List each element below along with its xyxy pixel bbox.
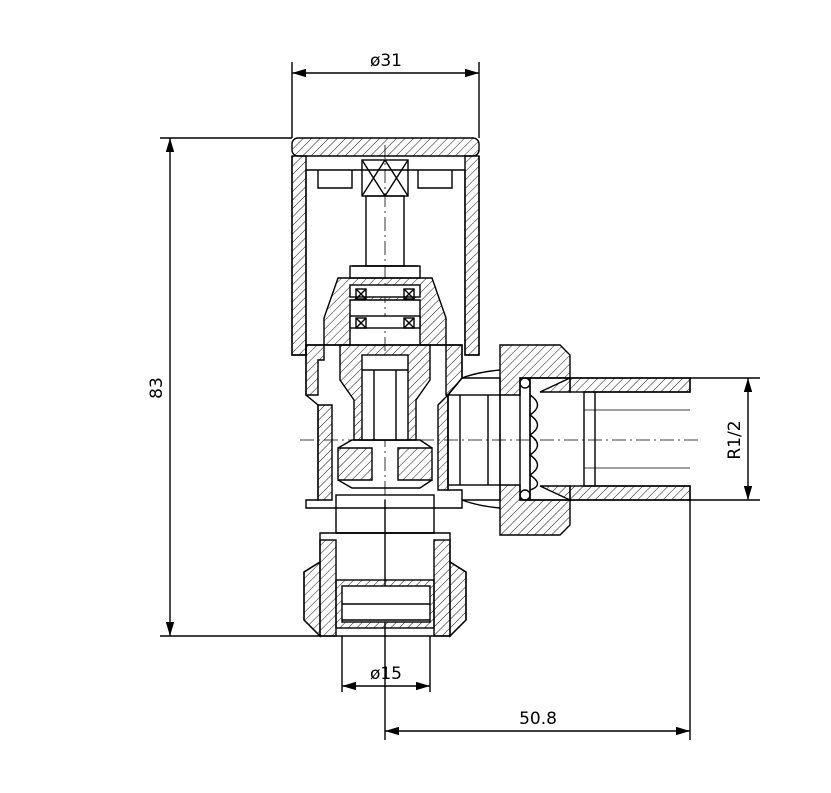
gland-bonnet	[323, 277, 447, 346]
union-nut	[499, 344, 571, 536]
head-diameter-label: ø31	[370, 51, 402, 71]
horizontal-outlet	[447, 369, 501, 509]
overall-height-label: 83	[147, 377, 167, 399]
handwheel-cap	[291, 137, 480, 356]
valve-body	[305, 344, 463, 534]
offset-length-label: 50.8	[519, 709, 557, 729]
bottom-compression-nut	[303, 532, 467, 638]
pipe-diameter-label: ø15	[370, 664, 402, 684]
dimension-head-diameter	[291, 62, 480, 138]
dimension-overall-height	[160, 137, 320, 637]
thread-label: R1/2	[725, 420, 745, 459]
dimension-pipe-diameter	[341, 636, 431, 692]
tailpiece	[529, 376, 691, 502]
dimension-thread	[690, 377, 760, 501]
